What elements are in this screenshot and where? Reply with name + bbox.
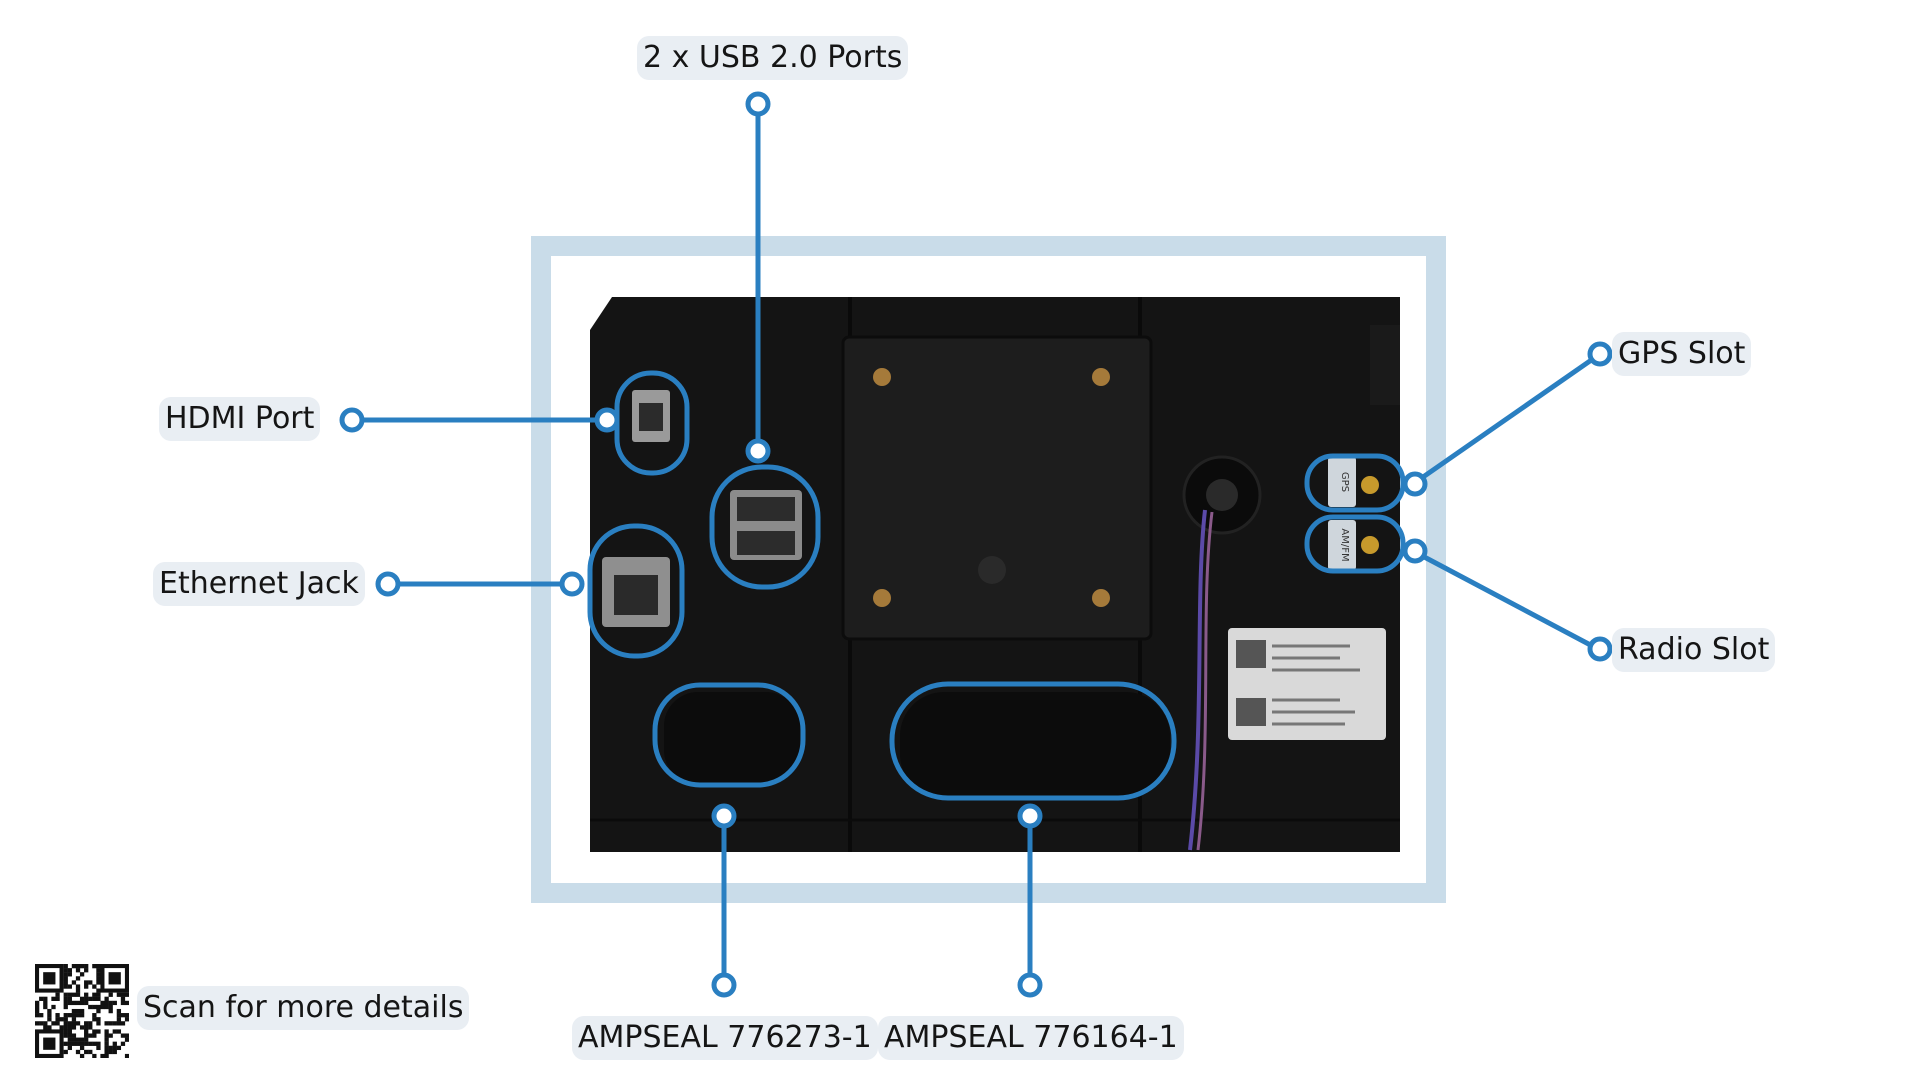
radio-leader-line [1411,548,1600,652]
ethernet-right-node [559,571,585,597]
label-gps-slot: GPS Slot [1612,332,1752,376]
ampseal-776164-1-highlight [889,681,1177,801]
radio-highlight [1304,514,1406,574]
ampseal-776164-1-top-node [1017,803,1043,829]
label-ethernet-jack: Ethernet Jack [153,562,365,606]
ampseal-776273-1-top-node [711,803,737,829]
ampseal-776273-1-connector [664,692,800,784]
ampseal-776164-1-connector [900,692,1170,798]
radio-node [1402,538,1428,564]
ampseal-776273-1-highlight [652,682,806,788]
ethernet-left-node [375,571,401,597]
label-usb-ports: 2 x USB 2.0 Ports [637,36,909,80]
hdmi-port-icon [632,390,670,442]
gps-leader-line [1411,351,1602,487]
photo-frame [531,236,1446,903]
ethernet-jack-icon [602,557,670,627]
usb-bottom-node [745,438,771,464]
ampseal-776273-1-bottom-node [711,972,737,998]
ampseal-776164-1-bottom-node [1017,972,1043,998]
hdmi-left-node [339,407,365,433]
radio-slot-text: AM/FM [1339,528,1350,561]
gps-node [1402,471,1428,497]
hdmi-right-node [594,407,620,433]
usb-top-node [745,91,771,117]
label-ampseal-776273-1: AMPSEAL 776273-1 [572,1016,878,1060]
qr-code-icon [35,964,129,1058]
usb-highlight [709,464,821,590]
gps-slot-plate [1328,457,1356,507]
center-plate [841,335,1153,641]
label-hdmi-port: HDMI Port [159,397,321,441]
ethernet-highlight [587,523,685,659]
gps-end-node [1587,341,1613,367]
usb-port-icon [730,490,802,560]
label-radio-slot: Radio Slot [1612,628,1776,672]
radio-slot-plate [1328,520,1356,570]
label-scan-details: Scan for more details [137,986,470,1030]
gps-slot-text: GPS [1339,472,1350,492]
label-ampseal-776164-1: AMPSEAL 776164-1 [878,1016,1184,1060]
radio-end-node [1587,636,1613,662]
